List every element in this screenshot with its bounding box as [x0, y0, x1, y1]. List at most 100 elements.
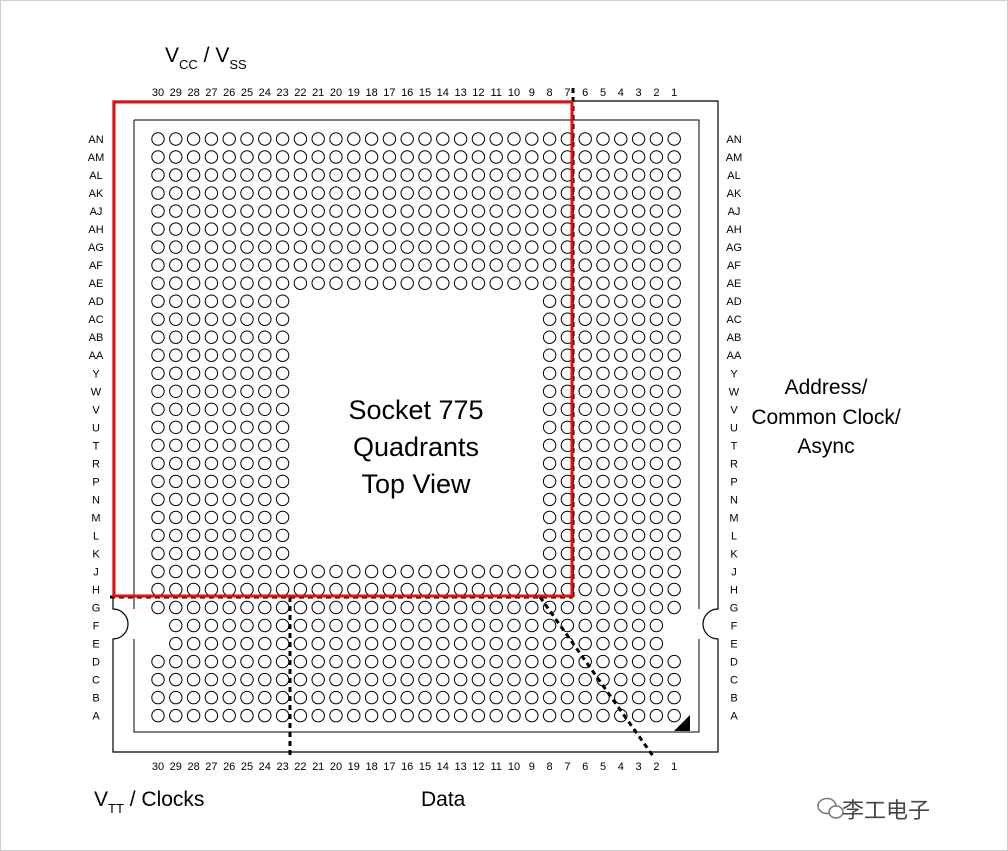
pin: [542, 456, 557, 471]
pin: [382, 132, 397, 146]
watermark-text: 李工电子: [842, 799, 931, 824]
pin: [293, 654, 308, 669]
column-label-top: 29: [170, 87, 182, 99]
pin: [204, 222, 219, 236]
pin: [667, 348, 681, 362]
pin: [204, 456, 219, 471]
pin: [507, 186, 521, 200]
pin: [542, 492, 557, 507]
address-label-line-2: Common Clock/: [751, 406, 901, 429]
pin: [418, 186, 432, 200]
row-label-right: U: [730, 422, 738, 434]
pin: [418, 168, 432, 182]
pin: [151, 222, 165, 236]
pin: [258, 582, 272, 597]
pin: [186, 222, 201, 236]
pin: [364, 150, 379, 164]
pin: [614, 240, 628, 254]
column-label-bottom: 14: [437, 761, 449, 773]
pin: [631, 204, 646, 218]
pin: [311, 564, 325, 579]
pin: [222, 582, 236, 597]
pin: [240, 564, 254, 579]
pin: [347, 132, 361, 146]
pin: [186, 258, 201, 272]
row-label-left: M: [91, 512, 100, 524]
pin: [453, 150, 468, 164]
pin: [222, 132, 236, 146]
pin: [258, 456, 272, 471]
pin: [525, 600, 539, 615]
pin: [169, 438, 183, 452]
pin: [204, 564, 219, 579]
pin: [489, 690, 503, 705]
pin: [525, 186, 539, 200]
pin: [614, 384, 628, 398]
pin: [275, 582, 290, 597]
pin: [240, 582, 254, 597]
pin: [329, 132, 343, 146]
pin: [507, 654, 521, 669]
column-label-bottom: 6: [582, 761, 588, 773]
column-label-bottom: 15: [419, 761, 431, 773]
pin: [240, 150, 254, 164]
pin: [382, 564, 397, 579]
column-label-top: 16: [401, 87, 413, 99]
pin: [578, 492, 592, 507]
pin: [204, 672, 219, 687]
pin: [596, 330, 610, 344]
pin: [151, 132, 165, 146]
row-label-left: D: [92, 657, 100, 669]
pin: [453, 186, 468, 200]
pin: [596, 474, 610, 489]
pin: [240, 654, 254, 669]
pin: [596, 618, 610, 633]
pin: [649, 690, 664, 705]
row-label-right: R: [730, 458, 738, 470]
pin: [364, 672, 379, 687]
pin: [151, 564, 165, 579]
pin: [151, 672, 165, 687]
pin: [507, 204, 521, 218]
pin: [364, 258, 379, 272]
pin: [275, 474, 290, 489]
pin: [649, 456, 664, 471]
pin: [258, 150, 272, 164]
pin: [596, 546, 610, 561]
pin: [489, 672, 503, 687]
pin: [347, 654, 361, 669]
pin: [614, 222, 628, 236]
column-label-top: 13: [454, 87, 466, 99]
pin: [525, 276, 539, 290]
pin: [649, 366, 664, 380]
pin: [471, 132, 486, 146]
pin: [186, 150, 201, 164]
pin: [204, 510, 219, 525]
pin: [542, 168, 557, 182]
pin: [596, 564, 610, 579]
pin: [293, 276, 308, 290]
pin: [240, 276, 254, 290]
pin: [453, 672, 468, 687]
row-label-right: H: [730, 585, 738, 597]
pin: [667, 510, 681, 525]
column-label-bottom: 10: [508, 761, 520, 773]
pin: [667, 582, 681, 597]
pin: [418, 132, 432, 146]
pin: [186, 474, 201, 489]
column-label-top: 10: [508, 87, 520, 99]
pin: [542, 510, 557, 525]
pin: [560, 456, 575, 471]
pin: [275, 276, 290, 290]
pin: [275, 492, 290, 507]
pin: [631, 456, 646, 471]
pin: [347, 222, 361, 236]
pin: [240, 618, 254, 633]
pin: [614, 186, 628, 200]
pin: [631, 420, 646, 434]
pin: [293, 582, 308, 597]
pin: [186, 204, 201, 218]
pin: [222, 528, 236, 543]
row-label-left: AE: [89, 278, 104, 290]
column-label-top: 15: [419, 87, 431, 99]
